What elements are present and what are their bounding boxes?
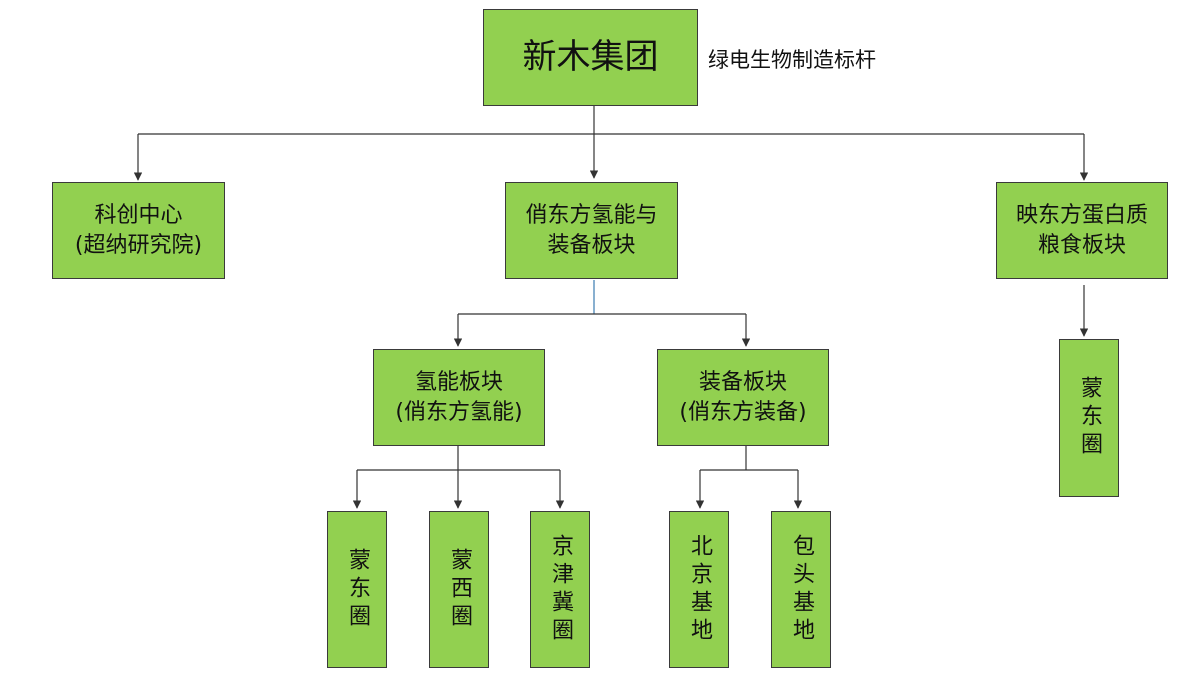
node-jingjinji-circle: 京津冀圈	[530, 511, 590, 668]
node-hydrogen-line1: 氢能板块	[414, 369, 503, 395]
node-xiaodong-line2: 装备板块	[547, 232, 636, 258]
node-yingdong-line1: 映东方蛋白质	[1015, 202, 1148, 228]
node-hydrogen-line2: (俏东方氢能)	[395, 399, 523, 425]
node-equipment-line2: (俏东方装备)	[679, 399, 807, 425]
node-kechuang-center: 科创中心 (超纳研究院)	[52, 182, 225, 279]
node-kechuang-line1: 科创中心	[94, 202, 183, 228]
node-mengdong-label: 蒙东圈	[345, 547, 370, 632]
node-equipment-segment: 装备板块 (俏东方装备)	[657, 349, 829, 446]
node-xiaodong-line1: 俏东方氢能与	[525, 202, 658, 228]
node-xiaodong-hydrogen-equipment: 俏东方氢能与 装备板块	[505, 182, 678, 279]
node-beijing-label: 北京基地	[687, 533, 712, 646]
node-baotou-label: 包头基地	[789, 533, 814, 646]
node-yingdong-protein-grain: 映东方蛋白质 粮食板块	[996, 182, 1168, 279]
node-mengdong-circle: 蒙东圈	[327, 511, 387, 668]
node-yingdong-mengdong-label: 蒙东圈	[1077, 376, 1102, 460]
node-mengxi-circle: 蒙西圈	[429, 511, 489, 668]
node-equipment-line1: 装备板块	[698, 369, 787, 395]
node-beijing-base: 北京基地	[669, 511, 729, 668]
node-mengxi-label: 蒙西圈	[447, 547, 472, 632]
node-kechuang-line2: (超纳研究院)	[74, 232, 203, 258]
node-baotou-base: 包头基地	[771, 511, 831, 668]
root-tagline: 绿电生物制造标杆	[708, 48, 876, 72]
node-hydrogen-segment: 氢能板块 (俏东方氢能)	[373, 349, 545, 446]
node-jingjinji-label: 京津冀圈	[548, 533, 573, 646]
node-xinmu-group-label: 新木集团	[522, 36, 659, 77]
node-xinmu-group: 新木集团	[483, 9, 698, 106]
node-yingdong-line2: 粮食板块	[1037, 232, 1126, 258]
node-yingdong-mengdong-circle: 蒙东圈	[1059, 339, 1119, 497]
